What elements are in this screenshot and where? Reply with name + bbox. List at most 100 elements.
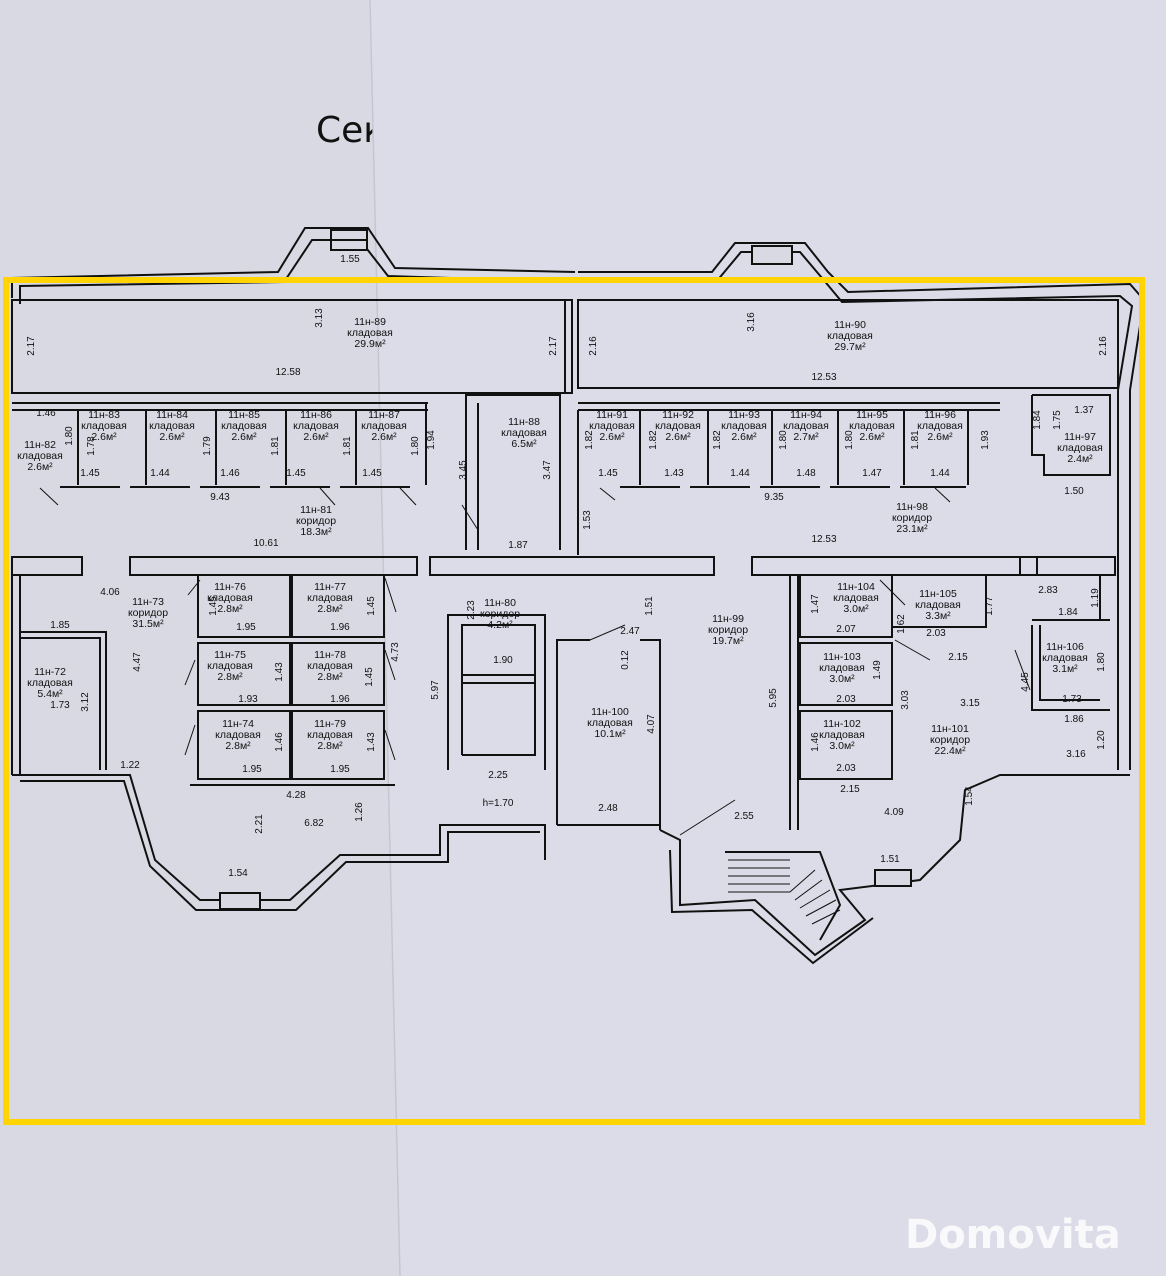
dimension-label: 1.80	[410, 436, 421, 456]
dimension-label: 2.03	[926, 628, 946, 639]
dimension-label: 1.96	[330, 622, 350, 633]
dimension-label: 1.80	[844, 430, 855, 450]
dimension-label: 1.44	[930, 468, 950, 479]
dimension-label: 1.26	[354, 802, 365, 822]
dimension-label: 1.80	[1096, 652, 1107, 672]
dimension-label: 1.84	[1032, 410, 1043, 430]
dimension-label: 1.47	[862, 468, 882, 479]
highlight-frame	[3, 277, 1145, 1125]
dimension-label: 3.16	[746, 312, 757, 332]
dimension-label: 2.03	[836, 763, 856, 774]
dimension-label: 10.61	[253, 538, 278, 549]
dimension-label: 1.51	[644, 596, 655, 616]
dimension-label: 1.87	[508, 540, 528, 551]
dimension-label: 1.22	[120, 760, 140, 771]
dimension-label: 1.82	[712, 430, 723, 450]
dimension-label: 2.55	[734, 811, 754, 822]
dimension-label: 1.54	[964, 786, 975, 806]
dimension-label: 1.93	[980, 430, 991, 450]
dimension-label: 1.51	[880, 854, 900, 865]
dimension-label: 4.73	[390, 642, 401, 662]
domovita-watermark: Domovita	[905, 1212, 1121, 1258]
dimension-label: 1.20	[1096, 730, 1107, 750]
dimension-label: 2.17	[548, 336, 559, 356]
dimension-label: 1.80	[64, 426, 75, 446]
dimension-label: 1.73	[50, 700, 70, 711]
dimension-label: 1.96	[330, 694, 350, 705]
dimension-label: 1.44	[730, 468, 750, 479]
dimension-label: 0.12	[620, 650, 631, 670]
dimension-label: 1.44	[150, 468, 170, 479]
dimension-label: 5.97	[430, 680, 441, 700]
dimension-label: 9.35	[764, 492, 784, 503]
dimension-label: 9.43	[210, 492, 230, 503]
dimension-label: 2.47	[620, 626, 640, 637]
dimension-label: 2.16	[588, 336, 599, 356]
dimension-label: 4.06	[100, 587, 120, 598]
dimension-label: 1.81	[910, 430, 921, 450]
dimension-label: 1.46	[36, 408, 56, 419]
dimension-label: 1.47	[810, 594, 821, 614]
dimension-labels: 1.55 3.13 2.17 2.17 12.58 2.16 3.16 2.16 12.53 1.…	[26, 254, 1109, 879]
dimension-label: 4.07	[646, 714, 657, 734]
dimension-label: 1.75	[1052, 410, 1063, 430]
dimension-label: 2.25	[488, 770, 508, 781]
dimension-label: 1.43	[274, 662, 285, 682]
dimension-label: 1.43	[664, 468, 684, 479]
dimension-label: 3.13	[314, 308, 325, 328]
dimension-label: 4.45	[1020, 672, 1031, 692]
dimension-label: 12.53	[811, 372, 836, 383]
dimension-label: 1.80	[778, 430, 789, 450]
dimension-label: 1.37	[1074, 405, 1094, 416]
dimension-label: 1.86	[1064, 714, 1084, 725]
dimension-label: h=1.70	[483, 798, 514, 809]
dimension-label: 1.82	[584, 430, 595, 450]
dimension-label: 4.47	[132, 652, 143, 672]
paper-fold-shade	[370, 0, 1166, 1276]
dimension-label: 12.58	[275, 367, 300, 378]
dimension-label: 3.15	[960, 698, 980, 709]
dimension-label: 1.46	[274, 732, 285, 752]
dimension-label: 1.81	[342, 436, 353, 456]
dimension-label: 1.50	[1064, 486, 1084, 497]
dimension-label: 6.82	[304, 818, 324, 829]
dimension-label: 2.07	[836, 624, 856, 635]
dimension-label: 2.17	[26, 336, 37, 356]
dimension-label: 1.45	[364, 667, 375, 687]
dimension-label: 1.55	[340, 254, 360, 265]
dimension-label: 1.49	[872, 660, 883, 680]
dimension-label: 3.16	[1066, 749, 1086, 760]
dimension-label: 1.95	[236, 622, 256, 633]
dimension-label: 1.81	[270, 436, 281, 456]
dimension-label: 1.54	[228, 868, 248, 879]
walls	[11, 227, 1146, 965]
doors	[39, 487, 1031, 836]
dimension-label: 2.83	[1038, 585, 1058, 596]
dimension-label: 1.95	[242, 764, 262, 775]
dimension-label: 2.16	[1098, 336, 1109, 356]
